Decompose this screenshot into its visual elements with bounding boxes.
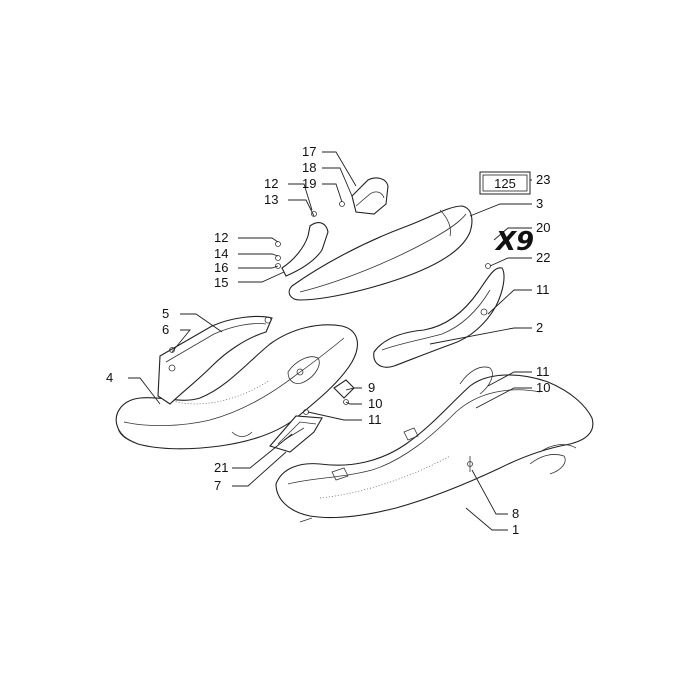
part-side-panel — [373, 267, 505, 368]
callout-5: 5 — [162, 306, 169, 321]
callout-12-mid: 12 — [214, 230, 228, 245]
callout-11-right-bottom: 11 — [536, 364, 550, 379]
callout-11-left: 11 — [368, 412, 382, 427]
callout-19: 19 — [302, 176, 316, 191]
fastener-screws — [169, 241, 491, 523]
callout-20: 20 — [536, 220, 550, 235]
callout-4: 4 — [106, 370, 113, 385]
callout-6: 6 — [162, 322, 169, 337]
model-logo: X9 — [494, 227, 534, 257]
callout-16: 16 — [214, 260, 228, 275]
part-footboard — [275, 366, 594, 519]
callout-18: 18 — [302, 160, 316, 175]
callout-12-top: 12 — [264, 176, 278, 191]
part-latch — [281, 211, 329, 277]
badge-text: 125 — [494, 176, 516, 191]
leader-lines — [128, 151, 532, 531]
part-tunnel-cover — [288, 205, 473, 301]
part-side-fairing — [115, 324, 358, 450]
callout-2: 2 — [536, 320, 543, 335]
callout-11-right-top: 11 — [536, 282, 550, 297]
callout-7: 7 — [214, 478, 221, 493]
callout-22: 22 — [536, 250, 550, 265]
callout-8: 8 — [512, 506, 519, 521]
callout-labels: 17 18 19 12 13 12 14 16 15 23 3 20 22 11… — [106, 144, 550, 537]
callout-1: 1 — [512, 522, 519, 537]
logo-text: X9 — [494, 227, 534, 257]
part-small-bracket — [339, 177, 389, 215]
callout-3: 3 — [536, 196, 543, 211]
callout-14: 14 — [214, 246, 228, 261]
displacement-badge: 125 — [479, 171, 531, 195]
callout-17: 17 — [302, 144, 316, 159]
callout-13: 13 — [264, 192, 278, 207]
callout-15: 15 — [214, 275, 228, 290]
part-inner-panel — [157, 315, 273, 405]
callout-21: 21 — [214, 460, 228, 475]
callout-10-left: 10 — [368, 396, 382, 411]
callout-10-right: 10 — [536, 380, 550, 395]
callout-23: 23 — [536, 172, 550, 187]
callout-9: 9 — [368, 380, 375, 395]
